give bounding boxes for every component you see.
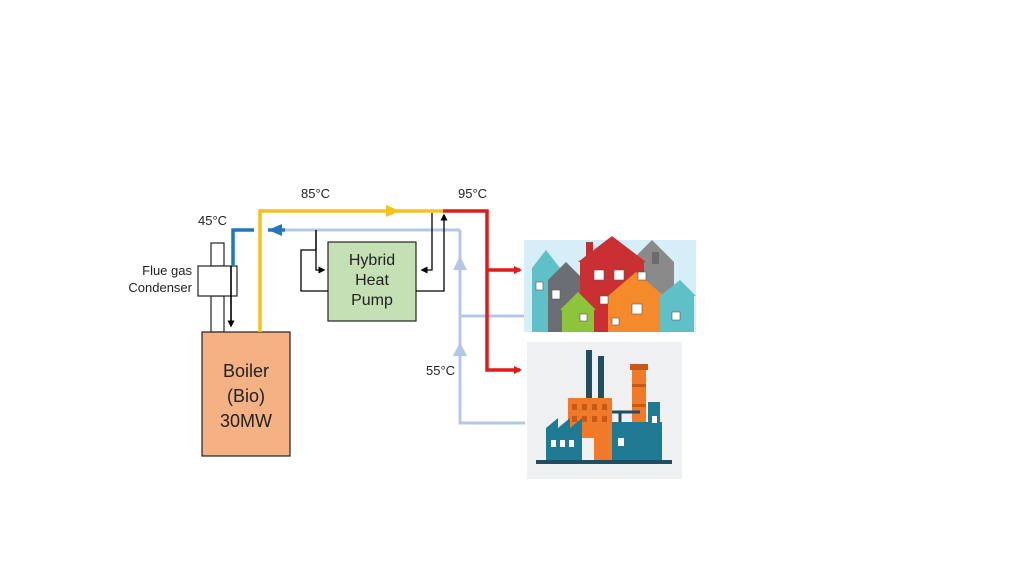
boiler-supply-line: [258, 205, 443, 332]
return-flow-arrows: [453, 256, 467, 356]
flue-gas-condenser-label: Flue gas Condenser: [112, 262, 192, 296]
temp-label-95: 95°C: [458, 186, 488, 201]
return-lines: [285, 228, 525, 425]
boiler-label-line3: 30MW: [219, 411, 272, 431]
temp-label-85: 85°C: [301, 186, 331, 201]
boiler-label-line2: (Bio): [226, 386, 265, 406]
heat-pump-label-line1: Hybrid: [348, 252, 396, 269]
hot-supply-line: [443, 209, 522, 374]
boiler-box: [201, 331, 291, 457]
flue-label-line1: Flue gas: [142, 263, 192, 278]
condenser-return-line: [231, 224, 285, 266]
flue-label-line2: Condenser: [128, 280, 192, 295]
temp-label-45: 45°C: [198, 213, 228, 228]
houses-illustration: [524, 236, 696, 332]
heat-pump-label: Hybrid Heat Pump: [328, 251, 416, 311]
stack-top: [210, 242, 225, 267]
temp-label-55: 55°C: [426, 363, 456, 378]
boiler-label: Boiler (Bio) 30MW: [202, 359, 290, 434]
factory-illustration: [527, 342, 682, 479]
heat-pump-label-line3: Pump: [351, 292, 393, 309]
heat-pump-connections: [300, 213, 448, 292]
heat-pump-label-line2: Heat: [355, 272, 389, 289]
heat-pump-box: [327, 241, 417, 322]
boiler-label-line1: Boiler: [222, 361, 270, 381]
return-line-main: [458, 230, 525, 425]
stack-pipe: [210, 295, 225, 333]
